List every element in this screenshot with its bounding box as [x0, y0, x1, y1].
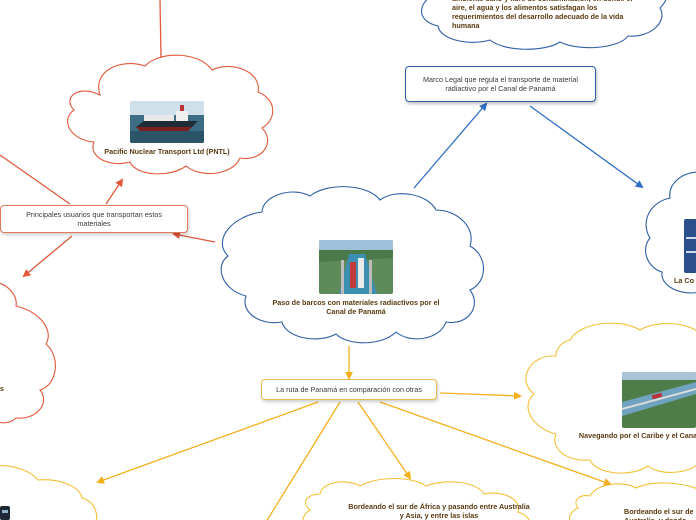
node-central-text: Paso de barcos con materiales radiactivo… [272, 298, 440, 316]
canal-aerial-photo [622, 372, 696, 428]
link-ruta-africa [358, 402, 410, 478]
bottom-left-icon [0, 506, 10, 520]
node-left-fragment-text: s [0, 384, 6, 393]
node-africa-text: Bordeando el sur de África y pasando ent… [346, 502, 532, 520]
link-marco-right [530, 106, 642, 187]
cloud-left-fragment [0, 282, 55, 423]
link-ruta-bottomleft [98, 402, 318, 482]
node-marco-legal[interactable]: Marco Legal que regula el transporte de … [405, 66, 596, 102]
link-ruta-caribe [440, 393, 520, 396]
link-top-red [160, 0, 161, 58]
document-photo [684, 219, 696, 273]
link-usuarios-left [24, 236, 72, 276]
node-australia-text: Bordeando el sur de Australia, y dando [624, 507, 696, 520]
node-usuarios[interactable]: Principales usuarios que transportan est… [0, 205, 188, 233]
node-pntl-text: Pacific Nuclear Transport Ltd (PNTL) [90, 147, 244, 156]
node-caribe-text: Navegando por el Caribe y el Canal de Pa… [578, 431, 696, 440]
node-ruta[interactable]: La ruta de Panamá en comparación con otr… [261, 379, 437, 400]
node-ruta-text: La ruta de Panamá en comparación con otr… [276, 385, 422, 394]
canal-locks-photo [319, 240, 393, 294]
node-marco-legal-text: Marco Legal que regula el transporte de … [414, 75, 587, 93]
link-central-marco [414, 104, 486, 188]
cloud-bottom-left [0, 466, 97, 520]
cargo-ship-photo [130, 101, 204, 143]
node-environment-text: ambiente sano y libre de contaminación, … [452, 0, 638, 30]
link-left-usuarios [0, 155, 70, 204]
link-usuarios-pntl [106, 180, 122, 204]
node-right-fragment-text: La Co [674, 276, 696, 285]
node-usuarios-text: Principales usuarios que transportan est… [9, 210, 179, 228]
link-central-usuarios [174, 234, 215, 242]
